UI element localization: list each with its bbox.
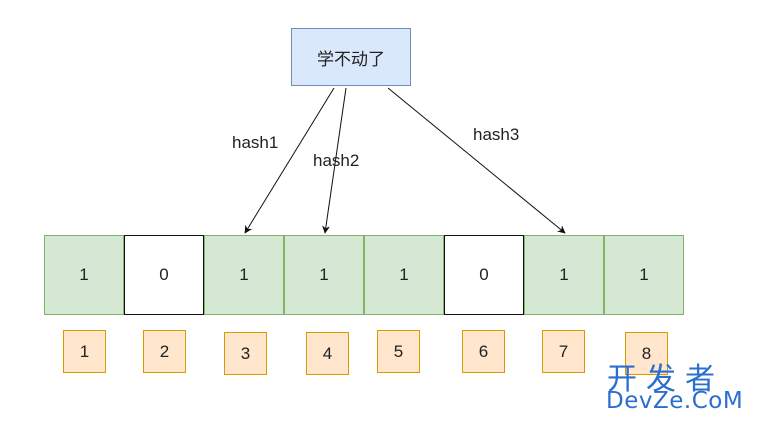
index-value: 7 [558, 341, 569, 361]
index-value: 5 [393, 341, 404, 361]
bit-value: 0 [159, 265, 169, 284]
bit-cell: 1 [524, 235, 604, 315]
hash3-label: hash3 [473, 125, 520, 144]
bit-value: 1 [639, 265, 649, 284]
index-value: 2 [159, 341, 170, 361]
input-element-box: 学不动了 [291, 28, 411, 86]
index-box: 3 [224, 332, 267, 375]
bit-cell: 1 [44, 235, 124, 315]
watermark-latin: DevZe.CoM [606, 388, 744, 414]
index-value: 8 [641, 343, 652, 363]
bit-value: 1 [399, 265, 409, 284]
index-box: 5 [377, 330, 420, 373]
hash1-label: hash1 [232, 133, 279, 152]
bit-cell: 0 [444, 235, 524, 315]
bit-value: 1 [239, 265, 249, 284]
bit-cell: 0 [124, 235, 204, 315]
index-value: 3 [240, 343, 251, 363]
watermark-chinese: 开发者 [607, 362, 724, 397]
hash3-arrow [387, 87, 566, 234]
hash2-label: hash2 [313, 151, 360, 170]
bit-cell: 1 [284, 235, 364, 315]
bit-cell: 1 [204, 235, 284, 315]
input-element-label: 学不动了 [317, 49, 385, 69]
index-box: 2 [143, 330, 186, 373]
index-box: 4 [306, 332, 349, 375]
index-box: 7 [542, 330, 585, 373]
index-box: 6 [462, 330, 505, 373]
index-value: 1 [79, 341, 90, 361]
bit-value: 1 [319, 265, 329, 284]
bit-cell: 1 [604, 235, 684, 315]
index-box: 8 [625, 332, 668, 375]
index-value: 4 [322, 343, 333, 363]
bit-value: 0 [479, 265, 489, 284]
index-box: 1 [63, 330, 106, 373]
bit-value: 1 [559, 265, 569, 284]
hash1-arrow [244, 87, 335, 234]
index-value: 6 [478, 341, 489, 361]
bit-value: 1 [79, 265, 89, 284]
hash2-arrow [322, 87, 347, 234]
bit-cell: 1 [364, 235, 444, 315]
